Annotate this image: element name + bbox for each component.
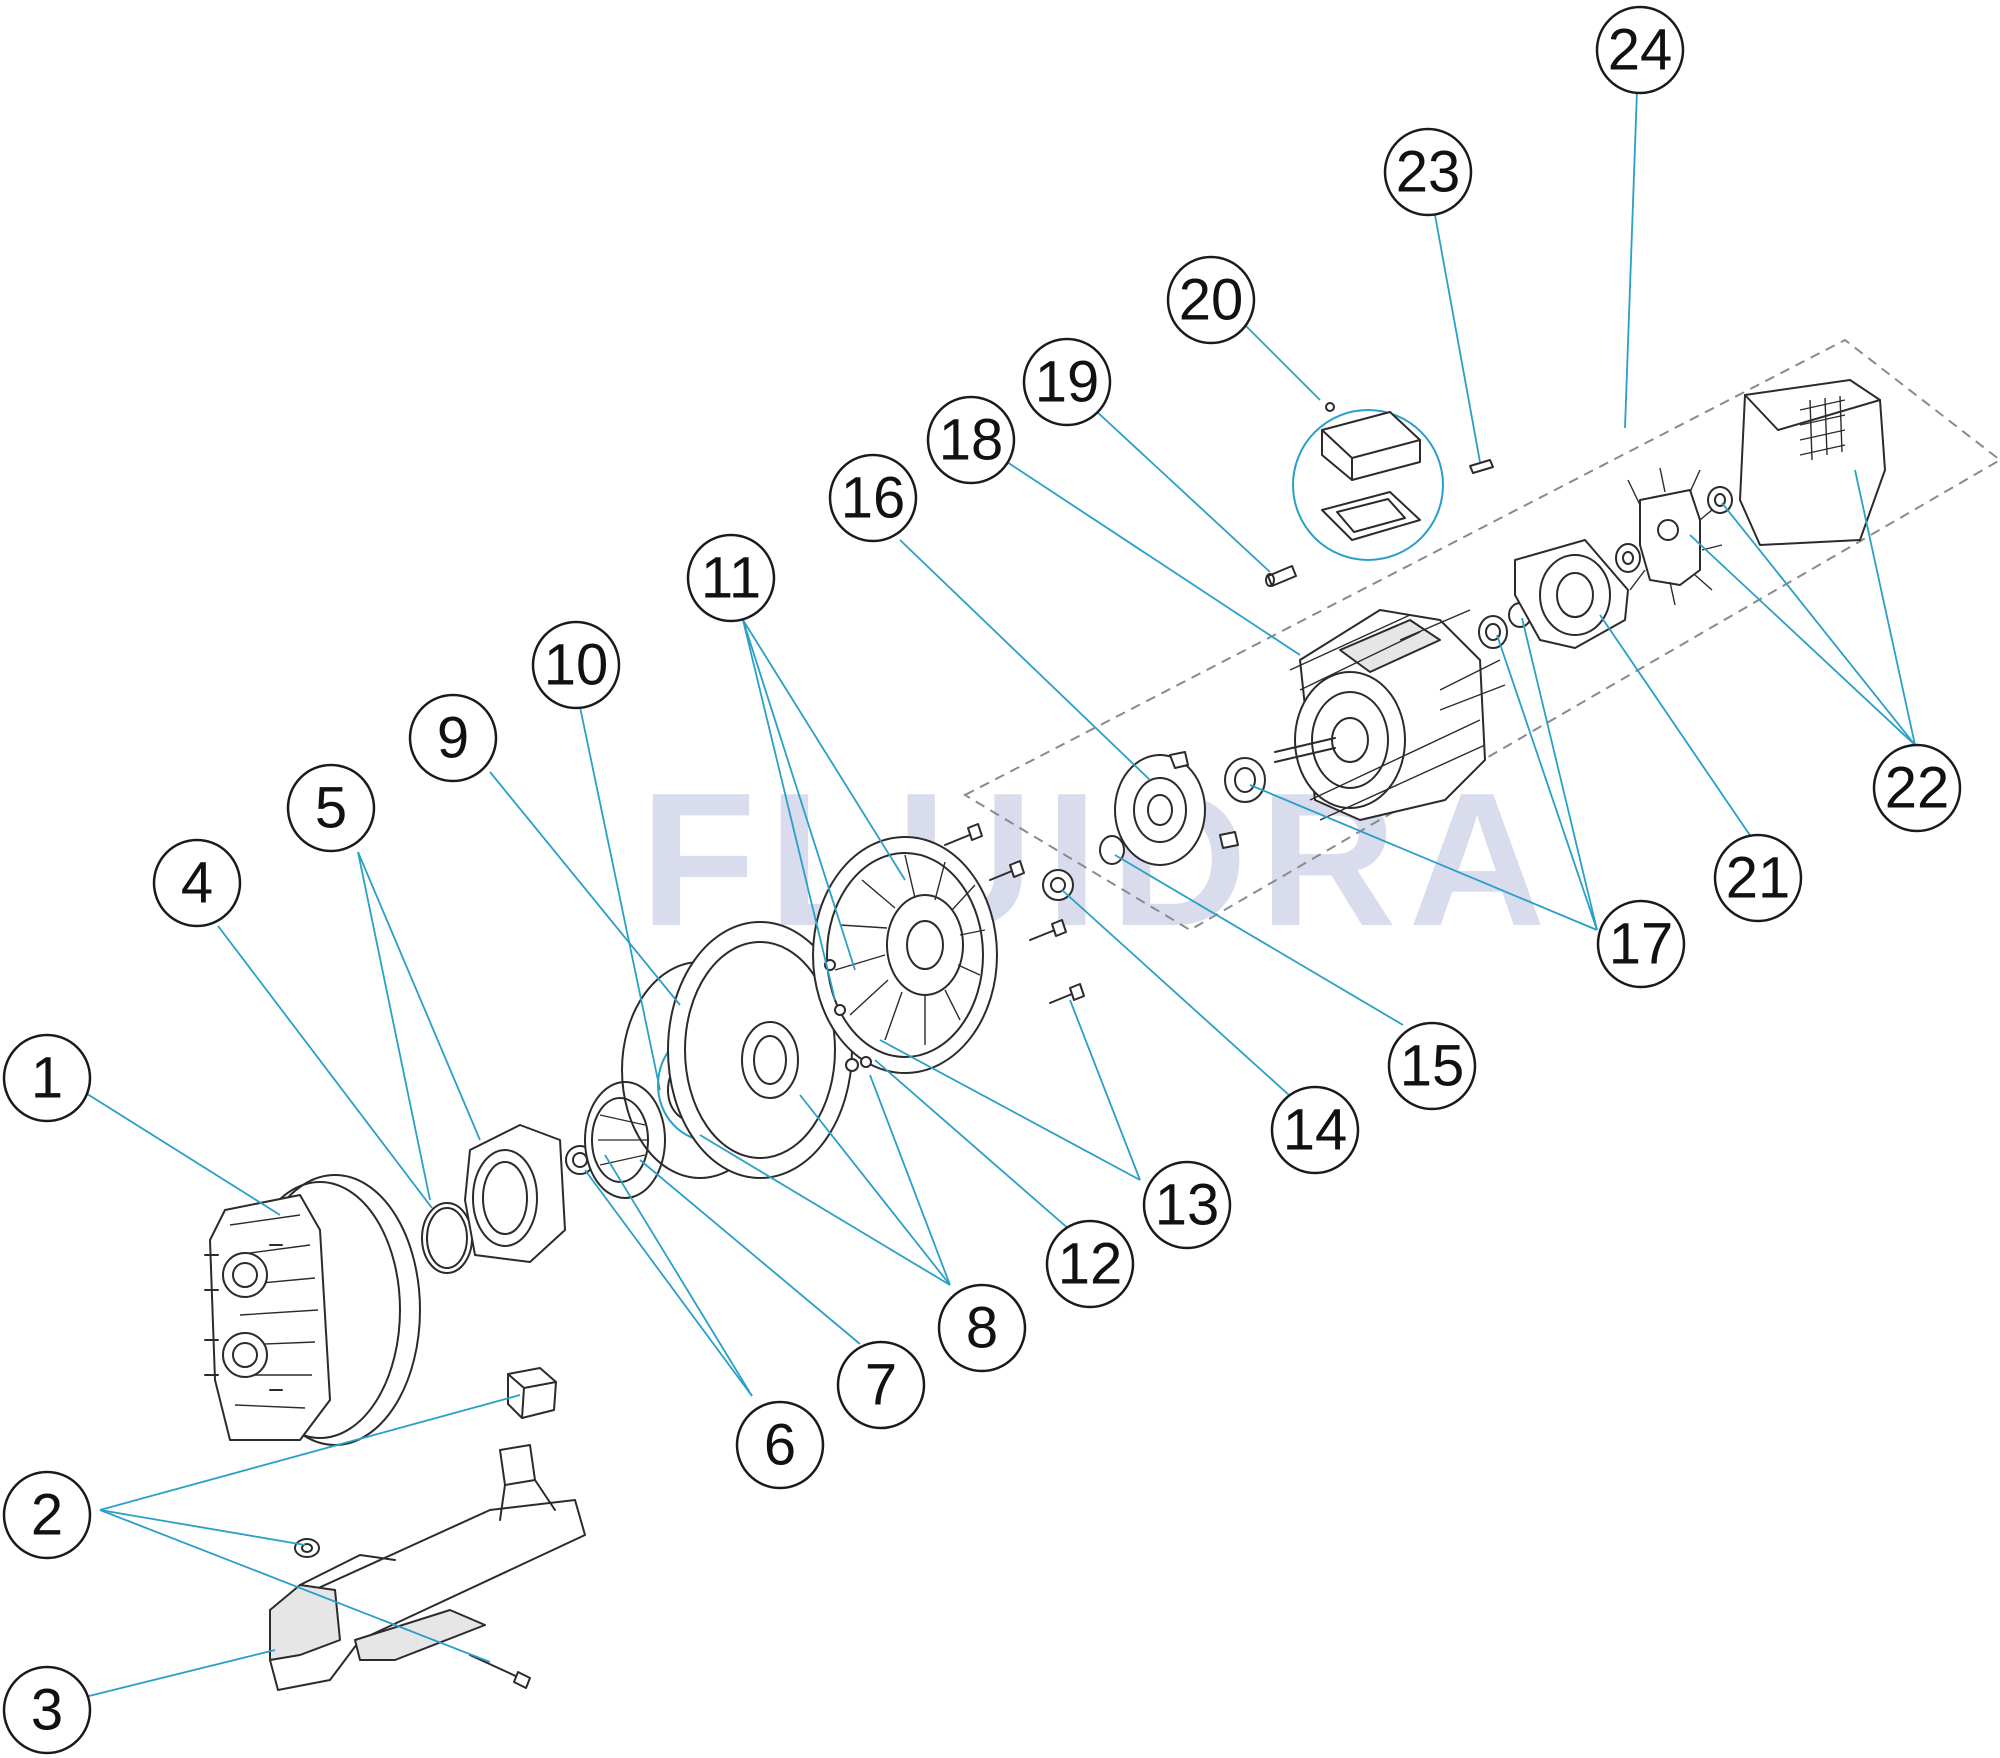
svg-text:16: 16 (841, 466, 906, 531)
leader-lines (64, 89, 1916, 1698)
callout-7: 7 (836, 1340, 926, 1430)
svg-text:10: 10 (544, 633, 609, 698)
callout-24: 24 (1595, 5, 1685, 95)
shaft-key (1469, 459, 1494, 474)
callout-22: 22 (1872, 743, 1962, 833)
mounting-hardware (294, 1367, 557, 1689)
svg-text:9: 9 (437, 706, 469, 771)
impeller (584, 1081, 666, 1199)
svg-text:24: 24 (1608, 18, 1673, 83)
svg-text:21: 21 (1726, 846, 1791, 911)
rear-end-shield (1514, 539, 1629, 649)
motor-flange (812, 836, 998, 1074)
callout-6: 6 (735, 1400, 825, 1490)
callout-4: 4 (152, 838, 242, 928)
callout-12: 12 (1045, 1219, 1135, 1309)
callout-8: 8 (937, 1283, 1027, 1373)
fan-cover (1739, 379, 1886, 546)
spacer-washer (1099, 835, 1125, 865)
callout-10: 10 (531, 620, 621, 710)
svg-text:14: 14 (1283, 1098, 1348, 1163)
svg-text:17: 17 (1609, 912, 1674, 977)
callout-2: 2 (2, 1470, 92, 1560)
svg-text:5: 5 (315, 776, 347, 841)
svg-text:18: 18 (939, 408, 1004, 473)
callout-23: 23 (1383, 127, 1473, 217)
callout-21: 21 (1713, 833, 1803, 923)
callout-16: 16 (828, 453, 918, 543)
callout-15: 15 (1387, 1021, 1477, 1111)
motor-housing (1274, 609, 1506, 821)
callout-11: 11 (686, 533, 776, 623)
svg-text:1: 1 (31, 1046, 63, 1111)
svg-text:7: 7 (865, 1353, 897, 1418)
cooling-fan (1615, 467, 1733, 606)
svg-text:15: 15 (1400, 1034, 1465, 1099)
svg-text:11: 11 (701, 546, 761, 611)
svg-text:3: 3 (31, 1678, 63, 1743)
callout-13: 13 (1142, 1160, 1232, 1250)
diffuser (464, 1124, 566, 1263)
callout-14: 14 (1270, 1085, 1360, 1175)
front-end-shield (1114, 751, 1239, 866)
svg-text:19: 19 (1035, 350, 1100, 415)
svg-text:23: 23 (1396, 140, 1461, 205)
callout-19: 19 (1022, 337, 1112, 427)
svg-text:22: 22 (1885, 756, 1950, 821)
svg-text:8: 8 (966, 1296, 998, 1361)
svg-text:4: 4 (181, 851, 213, 916)
pump-body (204, 1174, 421, 1446)
terminal-pin (1265, 565, 1297, 587)
svg-text:20: 20 (1179, 268, 1244, 333)
svg-text:12: 12 (1058, 1232, 1123, 1297)
callout-17: 17 (1596, 899, 1686, 989)
callout-18: 18 (926, 395, 1016, 485)
svg-text:13: 13 (1155, 1173, 1220, 1238)
pump-base (269, 1444, 586, 1691)
motor-assembly-boundary (962, 338, 2000, 932)
callout-1: 1 (2, 1033, 92, 1123)
flange-bolts (824, 823, 1085, 1072)
svg-text:2: 2 (31, 1483, 63, 1548)
terminal-box (1292, 402, 1444, 561)
seal-plate (667, 921, 853, 1179)
callout-5: 5 (286, 763, 376, 853)
callout-3: 3 (2, 1665, 92, 1755)
svg-text:6: 6 (764, 1413, 796, 1478)
o-ring (421, 1202, 473, 1274)
callout-20: 20 (1166, 255, 1256, 345)
callout-9: 9 (408, 693, 498, 783)
